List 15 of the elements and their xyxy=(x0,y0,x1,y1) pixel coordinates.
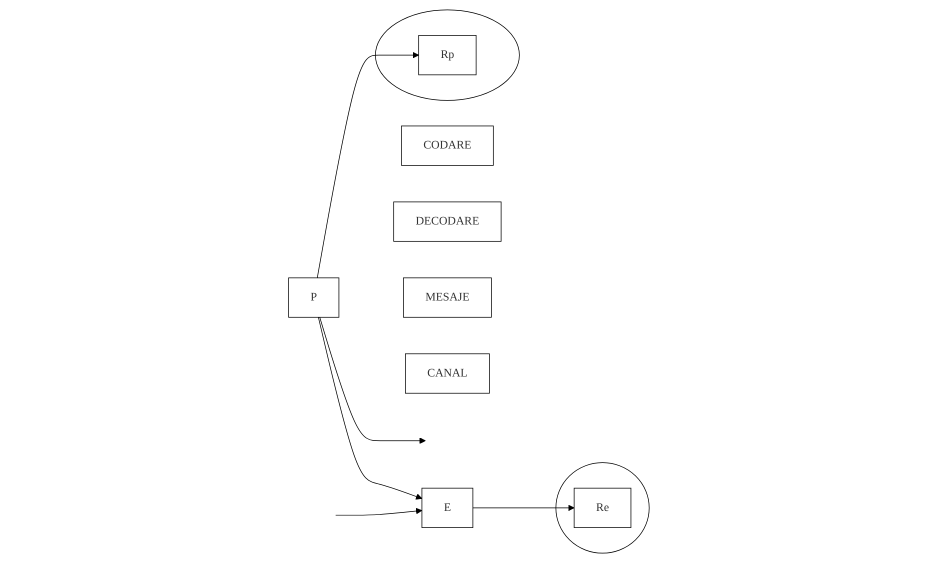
arrow xyxy=(335,508,422,516)
node-box: CANAL xyxy=(405,353,490,394)
node-box: P xyxy=(288,277,340,318)
arrow xyxy=(318,316,422,500)
arrow xyxy=(472,504,575,512)
node-box: MESAJE xyxy=(403,277,492,318)
arrow xyxy=(319,316,426,444)
cluster xyxy=(375,9,520,101)
node-box: Re xyxy=(574,488,632,528)
arrow xyxy=(317,52,420,278)
node-box: E xyxy=(422,488,474,528)
node-box: Rp xyxy=(418,35,477,76)
node-box: DECODARE xyxy=(393,202,502,242)
node-box: CODARE xyxy=(401,126,494,166)
cluster xyxy=(556,462,650,554)
